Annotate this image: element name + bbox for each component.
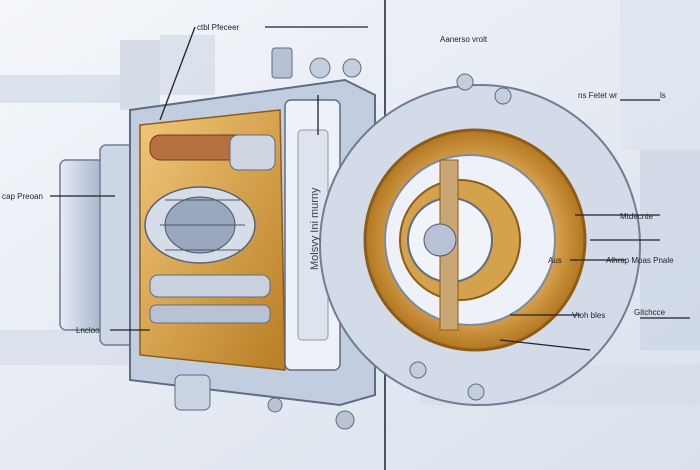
label-top-center: ctbl Pfeceer	[197, 23, 240, 32]
right-ring-assembly	[319, 73, 641, 406]
label-right-mid-b: Alhrap Moas Pnale	[606, 256, 674, 265]
label-top-right: Aanerso vrolt	[440, 35, 488, 44]
label-right-mid-small: Mtdecnte	[620, 212, 653, 221]
left-housing	[59, 47, 376, 430]
label-right-mid-a: Aus	[548, 256, 562, 265]
label-right-upper: ns Fetet wr	[578, 91, 618, 100]
label-bottom-right: Gitchcce	[634, 308, 666, 317]
label-right-upper-num: ls	[660, 91, 666, 100]
label-left-bottom: Lncloo	[76, 326, 100, 335]
housing-text: Molsvy Ini murny	[309, 187, 321, 270]
background-pipes	[0, 35, 700, 405]
leader-lines	[50, 26, 690, 351]
label-bottom-mid: Vtoh bles	[572, 311, 605, 320]
label-left-mid: cap Preoan	[2, 192, 43, 201]
